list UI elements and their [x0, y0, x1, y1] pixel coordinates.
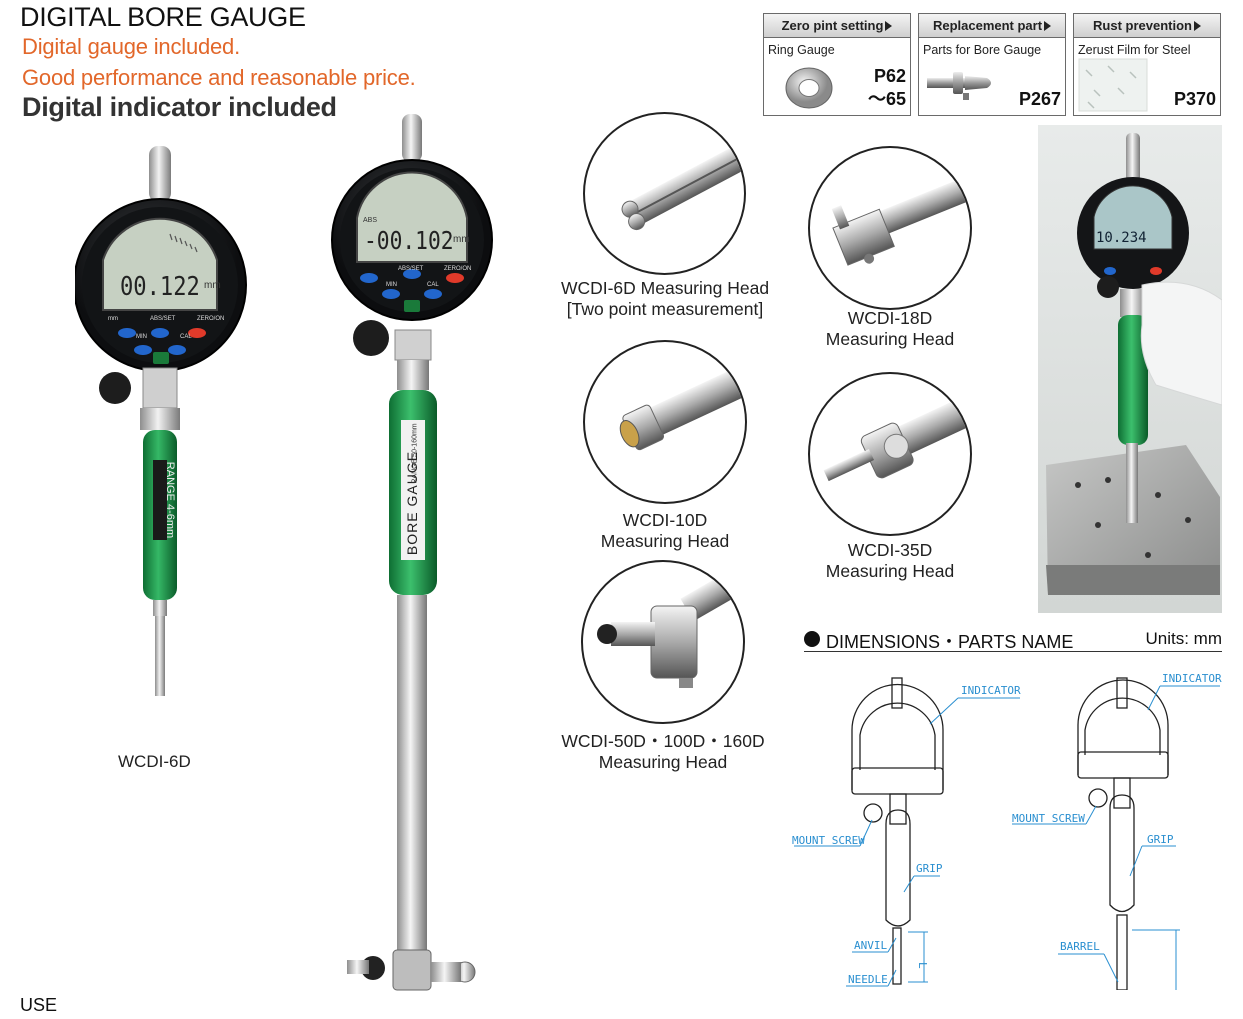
right-gauge-outline — [1077, 677, 1169, 990]
wcdi-6d-head-photo — [583, 112, 746, 275]
ref-box-heading: Rust prevention — [1074, 14, 1220, 38]
wcdi-35d-head-caption: WCDI-35D Measuring Head — [808, 540, 972, 582]
triangle-right-icon — [1193, 21, 1201, 31]
wcdi-18d-head-caption: WCDI-18D Measuring Head — [810, 308, 970, 350]
leader-lines — [794, 685, 1220, 990]
small-gauge-btn-label: ZERO/ON — [197, 316, 225, 322]
use-label: USE — [20, 995, 58, 1015]
ref-box-label: Parts for Bore Gauge — [923, 43, 1042, 57]
label-indicator-right: INDICATOR — [1162, 672, 1222, 685]
anvil-part-icon — [927, 72, 991, 100]
caption-line: Measuring Head — [600, 531, 730, 551]
photo-gauge-reading: 10.234 — [1096, 230, 1147, 246]
small-gauge-btn-label: mm — [108, 316, 118, 322]
label-anvil: ANVIL — [854, 939, 887, 952]
ref-box-zero-setting[interactable]: Zero pint setting Ring Gauge P62 ～65 — [763, 13, 911, 116]
two-point-head-icon — [621, 138, 744, 231]
large-gauge-abs: ABS — [363, 217, 378, 224]
ref-box-page: P267 — [1018, 89, 1061, 109]
wcdi-6d-head-caption: WCDI-6D Measuring Head [Two point measur… — [545, 278, 785, 320]
gauge-in-hand-image — [1046, 133, 1222, 595]
caption-line: WCDI-50D・100D・160D — [561, 731, 765, 751]
wcdi-18d-head-photo — [808, 146, 972, 310]
subtitle-performance: Good performance and reasonable price. — [22, 65, 416, 90]
wcdi-50d-head-caption: WCDI-50D・100D・160D Measuring Head — [545, 731, 781, 773]
dimensions-diagram: INDICATOR MOUNT SCREW GRIP ANVIL NEEDLE … — [792, 672, 1222, 990]
label-grip: GRIP — [916, 862, 943, 875]
ref-box-page: P370 — [1173, 89, 1216, 109]
large-gauge-btn-label: ABS/SET — [398, 266, 424, 272]
label-mount-screw-right: MOUNT SCREW — [1012, 812, 1085, 825]
ref-box-page: P62 — [873, 66, 906, 86]
wcdi-6d-label: WCDI-6D — [118, 752, 191, 771]
ref-box-label: Zerust Film for Steel — [1078, 43, 1191, 57]
small-gauge-unit: mm — [204, 280, 221, 291]
large-gauge-btn-label: ZERO/ON — [444, 266, 472, 272]
label-grip-right: GRIP — [1147, 833, 1174, 846]
small-gauge-btn-label: ABS/SET — [150, 316, 176, 322]
small-gauge-reading: 00.122 — [120, 272, 200, 302]
ref-box-heading: Zero pint setting — [764, 14, 910, 38]
ref-box-rust[interactable]: Rust prevention Zerust Film for Steel P3… — [1073, 13, 1221, 116]
caption-line: WCDI-10D — [622, 510, 708, 530]
label-mount-screw: MOUNT SCREW — [792, 834, 865, 847]
head-10d-icon — [619, 362, 745, 451]
large-gauge-unit: mm — [453, 234, 470, 245]
large-bore-gauge-image — [331, 114, 493, 991]
page-title: DIGITAL BORE GAUGE — [20, 2, 306, 32]
caption-line: Measuring Head — [598, 752, 728, 772]
dimensions-header: DIMENSIONS・PARTS NAME Units: mm — [804, 628, 1222, 652]
head-18d-icon — [831, 172, 970, 266]
wcdi-50d-head-photo — [581, 560, 745, 724]
triangle-right-icon — [1044, 21, 1052, 31]
dimensions-title: DIMENSIONS・PARTS NAME — [826, 632, 1074, 652]
label-barrel: BARREL — [1060, 940, 1100, 953]
small-gauge-btn-label: MIN — [136, 334, 147, 340]
label-indicator: INDICATOR — [961, 684, 1021, 697]
subtitle-indicator: Digital indicator included — [22, 92, 337, 122]
label-needle: NEEDLE — [848, 973, 888, 986]
ref-box-replacement[interactable]: Replacement part Parts for Bore Gauge P2… — [918, 13, 1066, 116]
triangle-right-icon — [885, 21, 893, 31]
ref-box-heading: Replacement part — [919, 14, 1065, 38]
large-gauge-btn-label: CAL — [427, 282, 439, 288]
subtitle-digital-gauge: Digital gauge included. — [22, 34, 240, 59]
wcdi-6d-gauge-image — [75, 146, 247, 696]
bullet-icon — [804, 631, 820, 647]
large-gauge-btn-label: MIN — [386, 282, 397, 288]
large-gauge-reading: -00.102 — [364, 226, 454, 255]
head-50d-icon — [597, 568, 743, 688]
units-label: Units: mm — [1145, 629, 1223, 648]
ref-box-label: Ring Gauge — [768, 43, 835, 57]
caption-line: Measuring Head — [825, 561, 955, 581]
ref-box-page-range: ～65 — [867, 89, 906, 109]
label-l: L — [916, 962, 929, 969]
caption-line: WCDI-35D — [847, 540, 933, 560]
small-gauge-btn-label: CAL — [180, 334, 192, 340]
ring-gauge-icon — [785, 67, 833, 109]
film-sheet-icon — [1078, 58, 1148, 112]
wcdi-35d-head-photo — [808, 372, 972, 536]
usage-photo — [1038, 125, 1222, 613]
head-35d-icon — [823, 392, 970, 482]
caption-line: WCDI-6D Measuring Head — [560, 278, 770, 298]
wcdi-10d-head-caption: WCDI-10D Measuring Head — [583, 510, 747, 552]
left-gauge-outline — [851, 677, 944, 985]
large-grip-range: RANGE 50-160mm — [411, 423, 419, 484]
small-grip-range: RANGE 4-6mm — [164, 461, 176, 539]
caption-line: [Two point measurement] — [566, 299, 764, 319]
caption-line: Measuring Head — [825, 329, 955, 349]
caption-line: WCDI-18D — [847, 308, 933, 328]
wcdi-10d-head-photo — [583, 340, 747, 504]
